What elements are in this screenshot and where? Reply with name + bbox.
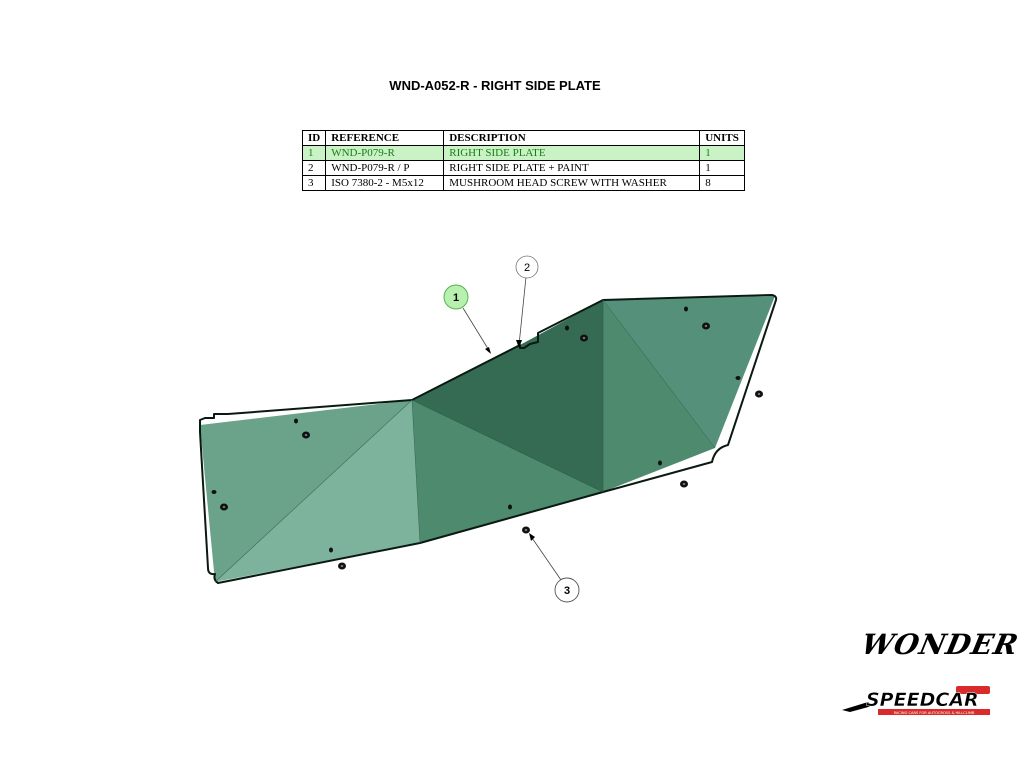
screw-hole: [508, 504, 512, 510]
cell-id: 3: [301, 175, 327, 191]
fold-line: [411, 399, 421, 544]
callout-balloon-2[interactable]: 2: [515, 255, 539, 279]
leader-line-2: [518, 276, 527, 346]
wonder-logo: WONDER: [858, 628, 1022, 661]
plate-facet-right-upper: [603, 296, 775, 448]
screw-icon: [680, 480, 688, 488]
callout-balloon-1[interactable]: 1: [443, 284, 469, 310]
screw-hole: [211, 490, 217, 494]
callout-label-3: 3: [564, 585, 570, 597]
table-row[interactable]: 3 ISO 7380-2 - M5x12 MUSHROOM HEAD SCREW…: [301, 175, 745, 191]
plate-facet-right-lower: [603, 300, 715, 492]
speedcar-red-bar: [878, 709, 990, 715]
speedcar-logo: SPEEDCAR RACING CARS FOR AUTOCROSS & HIL…: [842, 686, 990, 715]
leader-line-3: [529, 534, 562, 581]
cell-description: RIGHT SIDE PLATE + PAINT: [443, 160, 701, 176]
callout-label-2: 2: [524, 262, 530, 274]
screw-hole: [658, 460, 662, 466]
table-row[interactable]: 2 WND-P079-R / P RIGHT SIDE PLATE + PAIN…: [301, 160, 745, 176]
screw-hole: [735, 376, 741, 380]
callout-label-1: 1: [453, 292, 459, 304]
cell-units: 1: [699, 145, 745, 161]
fold-line: [214, 399, 413, 583]
plate-facet-left-lower: [215, 400, 420, 582]
screw-hole: [329, 547, 333, 553]
leader-line-1: [462, 307, 491, 353]
arrow-head-1: [485, 347, 491, 354]
speedcar-red-badge: [956, 686, 990, 694]
bill-of-materials-table: ID REFERENCE DESCRIPTION UNITS 1 WND-P07…: [301, 130, 745, 191]
arrow-head-3: [529, 533, 535, 541]
speedcar-tagline: RACING CARS FOR AUTOCROSS & HILLCLIMB: [894, 711, 975, 715]
screw-icon: [220, 503, 228, 511]
screw-icon: [302, 431, 310, 439]
cell-reference: WND-P079-R: [325, 145, 445, 161]
screw-hole: [565, 325, 569, 331]
screw-icon: [522, 526, 530, 534]
screw-icon: [755, 390, 763, 398]
header-reference: REFERENCE: [325, 130, 445, 146]
leader-lines: [462, 276, 562, 581]
screw-icon: [580, 334, 588, 342]
cell-units: 8: [699, 175, 745, 191]
screw-holes: [211, 306, 741, 553]
side-plate[interactable]: [199, 294, 778, 584]
plate-facet-center-upper: [412, 300, 603, 492]
speedcar-wordmark: SPEEDCAR: [866, 689, 979, 711]
cell-description: MUSHROOM HEAD SCREW WITH WASHER: [443, 175, 701, 191]
screw-hole: [684, 306, 688, 312]
screws[interactable]: [220, 322, 763, 570]
callout-balloon-3[interactable]: 3: [554, 577, 580, 603]
cell-description: RIGHT SIDE PLATE: [443, 145, 701, 161]
header-id: ID: [301, 130, 327, 146]
plate-facet-center-lower: [412, 400, 603, 543]
speedcar-swoosh: [842, 702, 872, 712]
screw-icon: [702, 322, 710, 330]
screw-hole: [294, 418, 298, 424]
plate-outline: [199, 294, 778, 584]
fold-line: [602, 299, 716, 449]
screw-icon: [338, 562, 346, 570]
table-header-row: ID REFERENCE DESCRIPTION UNITS: [301, 130, 745, 146]
drawing-title: WND-A052-R - RIGHT SIDE PLATE: [389, 78, 601, 93]
cell-reference: ISO 7380-2 - M5x12: [325, 175, 445, 191]
arrow-head-2: [516, 340, 522, 348]
fold-line: [411, 399, 604, 493]
plate-facet-left-upper: [200, 400, 412, 582]
